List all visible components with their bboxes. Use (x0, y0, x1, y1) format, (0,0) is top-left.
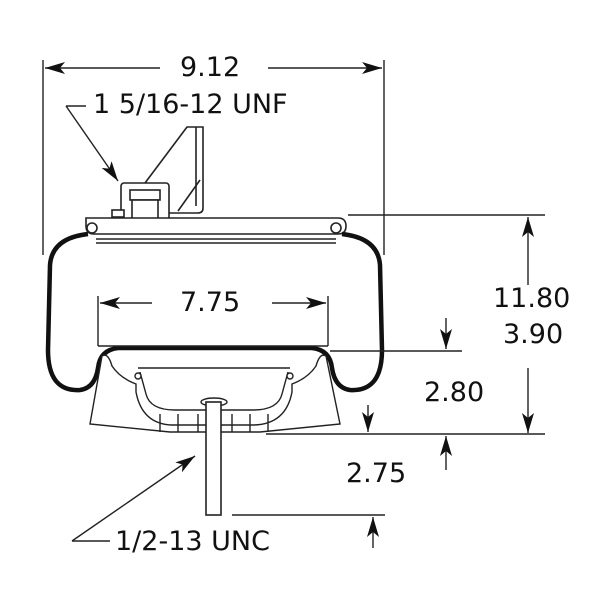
overall-width-label: 9.12 (180, 52, 241, 83)
top-thread-callout: 1 5/16-12 UNF (93, 89, 288, 120)
max-height-label: 11.80 (493, 283, 571, 314)
min-height-label: 3.90 (503, 319, 564, 350)
piston-width-label: 7.75 (180, 287, 241, 318)
bead-plate (85, 217, 347, 244)
piston (89, 354, 341, 433)
bottom-stud (205, 401, 222, 516)
piston-height-label: 2.80 (424, 377, 485, 408)
bottom-thread-leader (71, 455, 196, 542)
bellow-outline (45, 231, 385, 393)
top-bracket (111, 126, 204, 224)
top-thread-leader (65, 105, 119, 182)
stud-length-label: 2.75 (346, 458, 407, 489)
width-dimension-line (42, 60, 385, 255)
bottom-thread-callout: 1/2-13 UNC (115, 526, 270, 557)
piston-width-dimension (97, 296, 329, 347)
